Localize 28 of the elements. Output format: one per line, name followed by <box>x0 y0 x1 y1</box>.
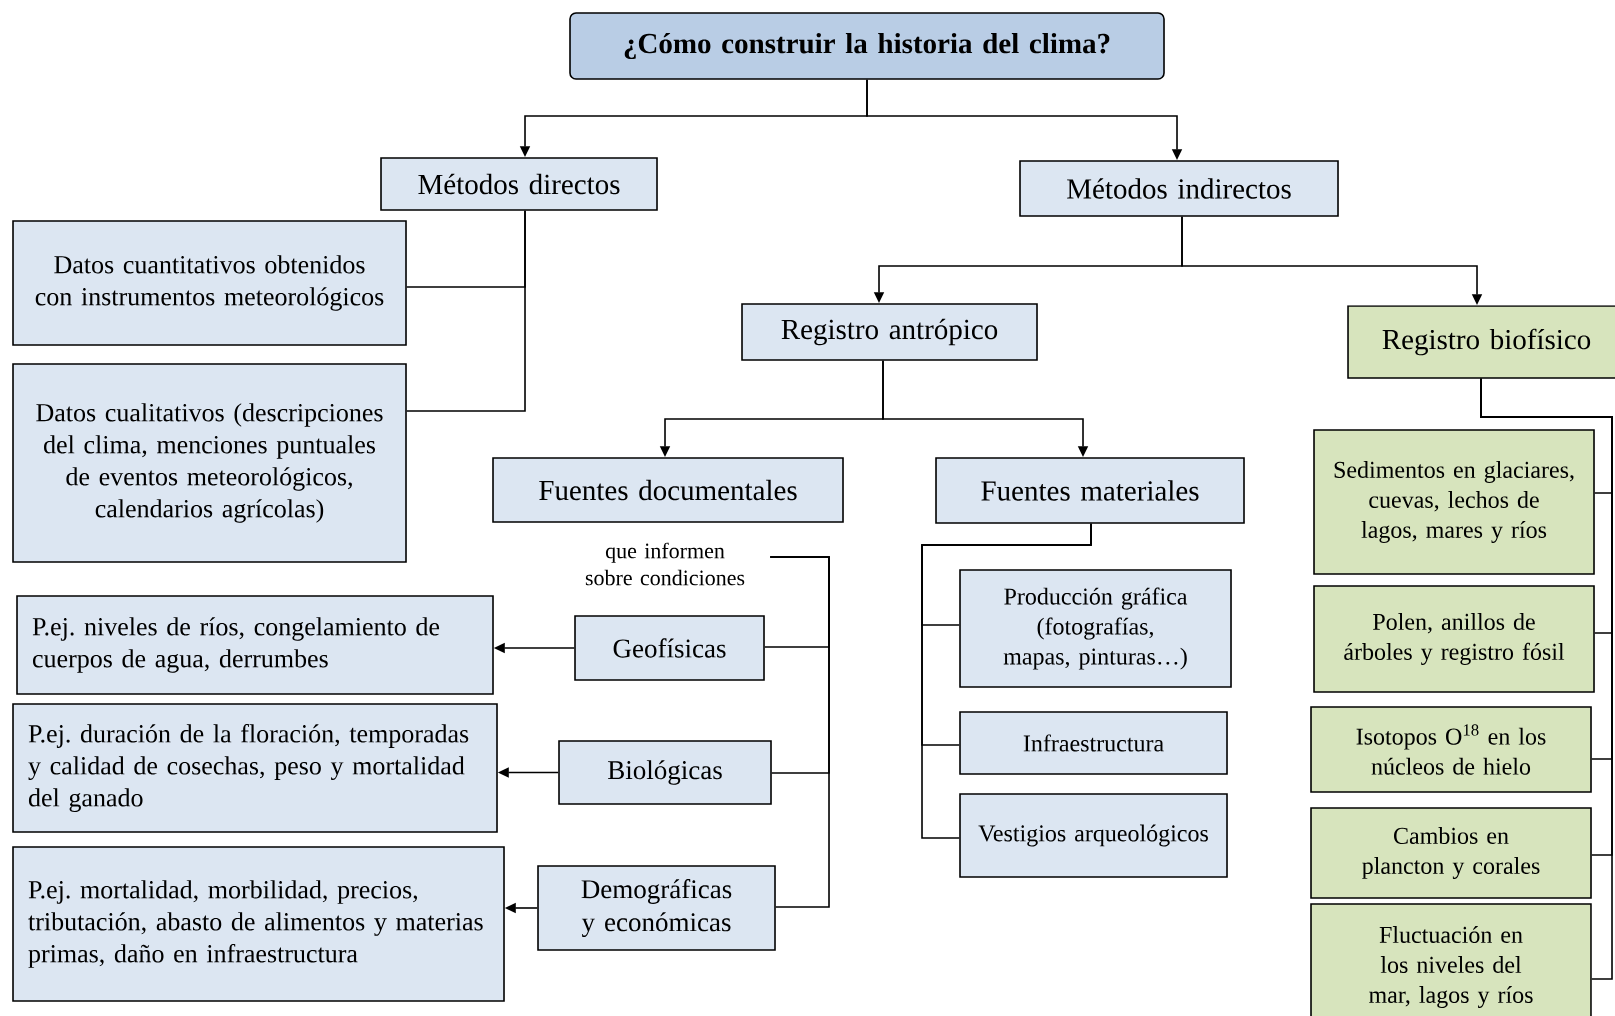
text-box: Registro biofísico <box>1347 305 1615 379</box>
text-box: Producción gráfica (fotografías, mapas, pinturas…) <box>959 569 1232 688</box>
text-box: Cambios en plancton y corales <box>1310 807 1592 899</box>
title-box: ¿Cómo construir la historia del clima? <box>569 12 1165 80</box>
text-box: Métodos directos <box>380 157 658 211</box>
connector-line <box>921 523 1092 839</box>
text-box: Fuentes documentales <box>492 457 844 523</box>
text-box: Fluctuación en los niveles del mar, lagos y ríos <box>1310 903 1592 1016</box>
text-box: Datos cuantitativos obtenidos con instrumentos meteorológicos <box>12 220 407 346</box>
text-box: P.ej. niveles de ríos, congelamiento de cuerpos de agua, derrumbes <box>16 595 494 695</box>
text-box: P.ej. duración de la floración, temporadas y calidad de cosechas, peso y mortalidad del ganado <box>12 703 498 833</box>
connector-line <box>769 556 830 908</box>
text-box: Biológicas <box>558 740 772 805</box>
connector-line <box>406 210 526 412</box>
text-box: P.ej. mortalidad, morbilidad, precios, tributación, abasto de alimentos y materias primas, daño en infraestructura <box>12 846 505 1002</box>
text-box: Infraestructura <box>959 711 1228 775</box>
text-box: Registro antrópico <box>741 303 1038 361</box>
text-box: Datos cualitativos (descripciones del clima, menciones puntuales de eventos meteorológicos, calendarios agrícolas) <box>12 363 407 563</box>
text-box: Geofísicas <box>574 615 765 681</box>
text-box: Polen, anillos de árboles y registro fósil <box>1313 585 1595 693</box>
text-box: Demográficas y económicas <box>537 865 776 951</box>
text-box: Fuentes materiales <box>935 457 1245 524</box>
connector-line <box>1480 378 1613 980</box>
connector-note: que informen sobre condiciones <box>585 542 745 586</box>
text-box: Vestigios arqueológicos <box>959 793 1228 878</box>
text-box: Sedimentos en glaciares, cuevas, lechos de lagos, mares y ríos <box>1313 429 1595 575</box>
text-box: Isotopos O$^{18}$ en los núcleos de hielo <box>1310 706 1592 793</box>
text-box: Métodos indirectos <box>1019 160 1339 217</box>
